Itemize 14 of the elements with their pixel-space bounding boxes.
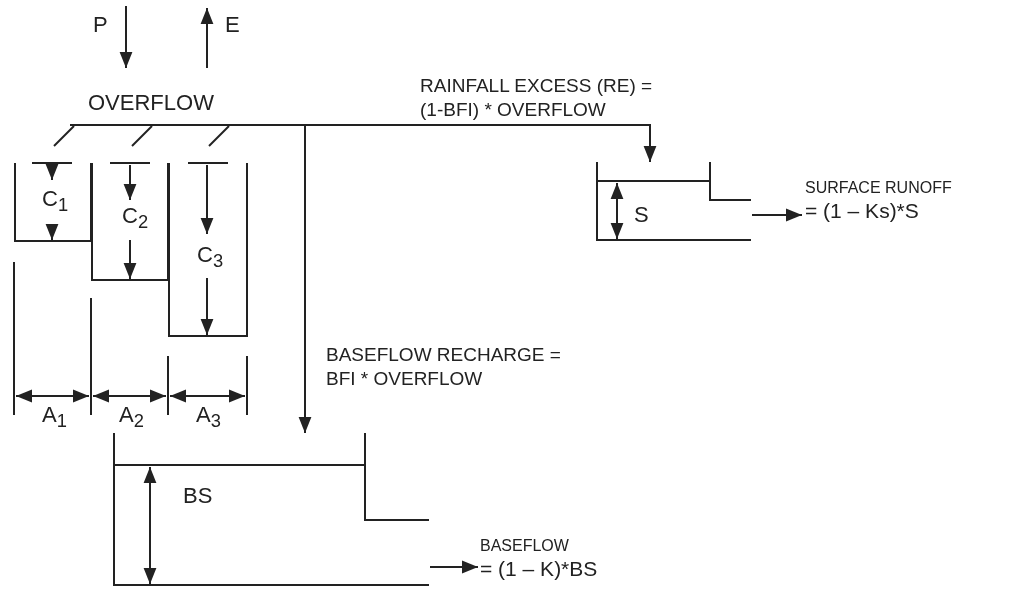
flow-arrow bbox=[429, 560, 479, 574]
connector-line bbox=[131, 125, 153, 147]
flow-name: SURFACE RUNOFF bbox=[805, 178, 952, 198]
connector-line bbox=[208, 125, 230, 147]
store-label: S bbox=[634, 202, 649, 228]
overflow-channel: OVERFLOW bbox=[70, 90, 305, 126]
flow-formula: = (1 – Ks)*S bbox=[805, 198, 920, 224]
flow-arrow bbox=[751, 208, 803, 222]
flow-arrow bbox=[304, 124, 657, 163]
flow-formula: = (1 – K)*BS bbox=[480, 556, 598, 582]
flow-arrow bbox=[298, 124, 312, 434]
connector-line bbox=[53, 125, 75, 147]
store-label: BS bbox=[183, 483, 213, 509]
flow-name: BASEFLOW bbox=[480, 536, 570, 556]
